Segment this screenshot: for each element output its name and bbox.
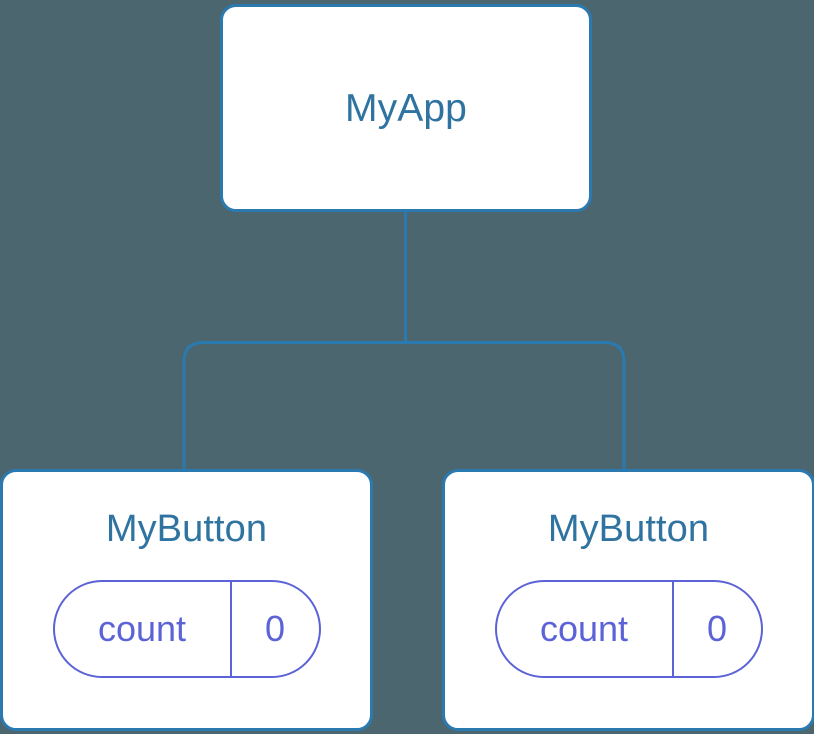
node-myapp[interactable]: MyApp	[220, 4, 592, 212]
node-mybutton-left[interactable]: MyButton count 0	[0, 469, 373, 731]
state-pill-right-key-text: count	[539, 608, 629, 649]
state-pill-right-value-text: 0	[706, 608, 728, 649]
edge-to-mybutton-right	[405, 341, 626, 470]
state-pill-right-key: count	[497, 582, 674, 676]
edge-to-mybutton-left	[182, 341, 406, 470]
state-pill-left-value: 0	[232, 582, 319, 676]
state-pill-left-value-text: 0	[264, 608, 286, 649]
node-myapp-label: MyApp	[345, 86, 467, 130]
state-pill-left-key-text: count	[97, 608, 187, 649]
state-pill-left-key: count	[55, 582, 232, 676]
state-pill-right[interactable]: count 0	[494, 580, 763, 678]
node-mybutton-right-label: MyButton	[547, 508, 710, 550]
node-mybutton-right[interactable]: MyButton count 0	[442, 469, 814, 731]
state-pill-right-value: 0	[674, 582, 761, 676]
state-pill-left[interactable]: count 0	[52, 580, 321, 678]
node-mybutton-left-label: MyButton	[105, 508, 268, 550]
